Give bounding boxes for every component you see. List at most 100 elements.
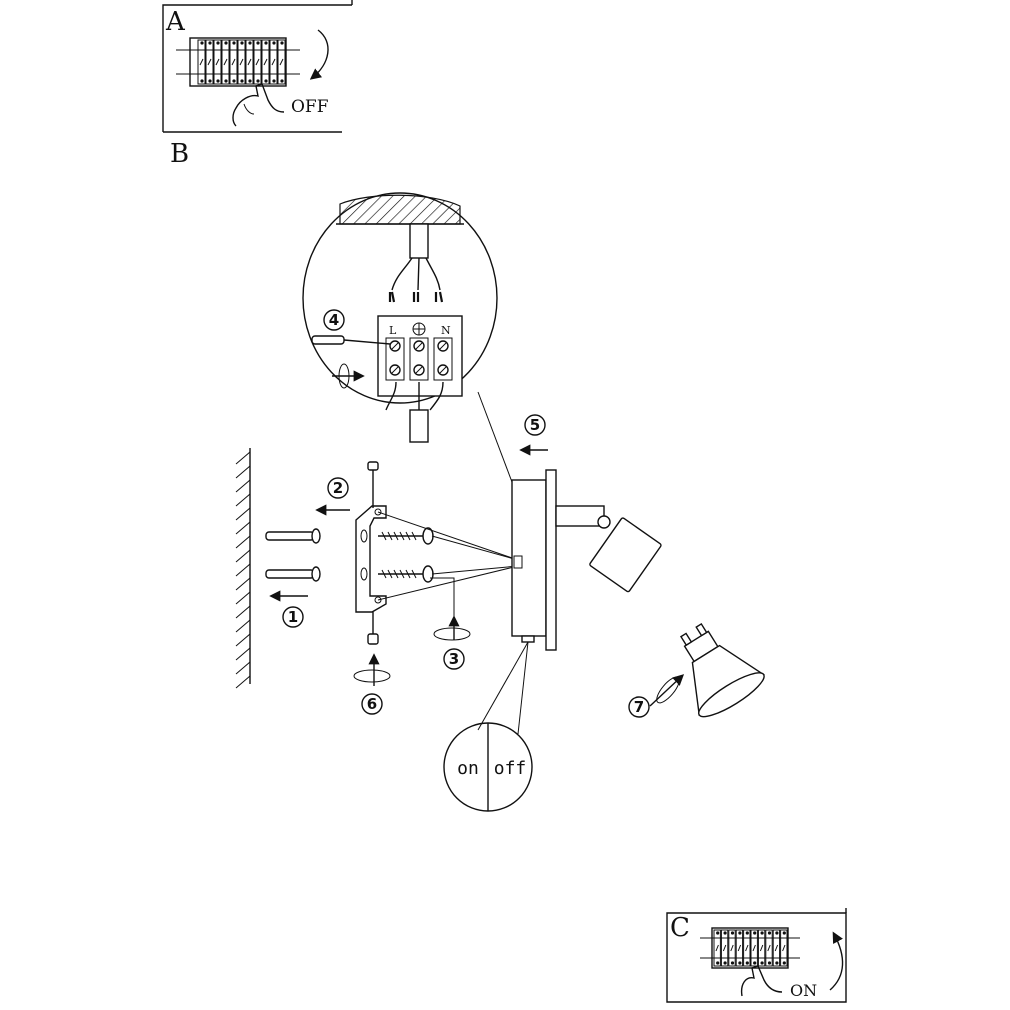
breaker-lever <box>239 58 244 66</box>
breaker-terminal <box>753 931 757 935</box>
breaker-module <box>261 39 270 85</box>
terminal-block: L N <box>377 315 463 411</box>
wall-hatch-line <box>235 521 251 535</box>
breaker-lever <box>737 944 742 952</box>
breaker-module <box>720 929 729 967</box>
breaker-lever <box>782 944 786 952</box>
breaker-lever <box>715 944 719 952</box>
breaker-lever <box>759 944 764 952</box>
breaker-lever <box>255 58 260 66</box>
breaker-terminal <box>760 961 764 965</box>
rotate-down-arrow-icon <box>309 29 329 80</box>
wall-hatch-line <box>235 577 251 591</box>
breaker-terminal <box>760 931 764 935</box>
live-label: L <box>389 324 397 337</box>
terminal-detail-bubble: L N 4 <box>302 192 498 443</box>
switch-on-label: on <box>457 758 479 779</box>
breaker-module <box>237 39 246 85</box>
terminal-screw-slot <box>439 342 447 350</box>
wall-hatch-line <box>235 479 251 493</box>
step-5-marker: 5 <box>519 414 548 456</box>
breaker-terminal <box>256 79 260 83</box>
breaker-terminal <box>716 961 720 965</box>
breaker-lever <box>207 58 212 66</box>
breaker-terminal <box>200 79 204 83</box>
hand-pointer-icon <box>740 965 783 997</box>
breaker-module <box>713 929 721 967</box>
svg-text:5: 5 <box>530 416 540 434</box>
breaker-terminal <box>745 931 749 935</box>
breaker-module <box>245 39 254 85</box>
wall-hatch-line <box>235 563 251 577</box>
panel-a-breaker-off: A OFF <box>162 0 353 133</box>
terminal-screw-slot <box>391 342 399 350</box>
terminal-screw-slot <box>439 366 447 374</box>
breaker-rail <box>176 37 300 87</box>
breaker-terminal <box>200 41 204 45</box>
panel-a-off-label: OFF <box>291 97 329 117</box>
breaker-terminal <box>232 41 236 45</box>
neutral-label: N <box>441 324 451 337</box>
gu10-bulb-icon <box>680 622 765 718</box>
breaker-terminal <box>208 41 212 45</box>
breaker-terminal <box>224 79 228 83</box>
bracket-screw-bottom <box>367 612 379 645</box>
bracket-screw-top <box>367 461 379 508</box>
rocker-switch-detail: on off <box>443 722 533 812</box>
breaker-lever <box>263 58 268 66</box>
breaker-terminal <box>745 961 749 965</box>
wall-plug-lower <box>265 566 321 582</box>
wall-hatch-line <box>235 465 251 479</box>
wall-hatch-line <box>235 535 251 549</box>
breaker-module <box>735 929 744 967</box>
svg-text:4: 4 <box>329 311 339 329</box>
breaker-terminal <box>730 931 735 935</box>
breaker-terminal <box>775 931 779 935</box>
terminal-screw-slot <box>391 366 399 374</box>
spot-head <box>589 517 662 593</box>
mounting-bracket <box>355 505 387 613</box>
breaker-terminal <box>248 41 252 45</box>
breaker-terminal <box>280 79 284 83</box>
step-1-marker: 1 <box>269 590 308 628</box>
breaker-lever <box>752 944 756 952</box>
breaker-module <box>772 929 781 967</box>
breaker-lever <box>745 944 749 952</box>
breaker-module <box>757 929 766 967</box>
wall-hatch-line <box>235 633 251 647</box>
rotate-arrow-icon <box>332 363 365 389</box>
svg-text:7: 7 <box>634 698 644 716</box>
breaker-terminal <box>240 41 244 45</box>
breaker-lever <box>730 944 734 952</box>
panel-b-letter: B <box>170 139 189 169</box>
breaker-terminal <box>248 79 252 83</box>
svg-text:1: 1 <box>288 608 298 626</box>
step-7-marker: 7 <box>628 674 685 718</box>
breaker-terminal <box>723 931 727 935</box>
step-4-marker: 4 <box>323 309 345 331</box>
svg-text:3: 3 <box>449 650 459 668</box>
wall-lamp-fixture <box>511 469 662 651</box>
breaker-terminal <box>767 961 772 965</box>
breaker-module <box>765 929 773 967</box>
breaker-terminal <box>723 961 727 965</box>
wall-hatch-line <box>235 591 251 605</box>
breaker-lever <box>271 58 276 66</box>
panel-c-letter: C <box>670 913 690 943</box>
breaker-terminal <box>767 931 772 935</box>
breaker-module <box>728 929 736 967</box>
wall-hatch-line <box>235 647 251 661</box>
breaker-terminal <box>753 961 757 965</box>
wire-ends <box>388 291 444 303</box>
breaker-module <box>205 39 214 85</box>
breaker-terminal <box>272 79 276 83</box>
wall-hatch-line <box>235 605 251 619</box>
step-2-marker: 2 <box>315 477 350 516</box>
breaker-module <box>780 929 788 967</box>
wall-hatch-line <box>235 507 251 521</box>
breaker-terminal <box>716 931 720 935</box>
wood-screw-lower <box>378 565 434 583</box>
breaker-module <box>750 929 758 967</box>
wall-hatch-line <box>235 675 251 689</box>
